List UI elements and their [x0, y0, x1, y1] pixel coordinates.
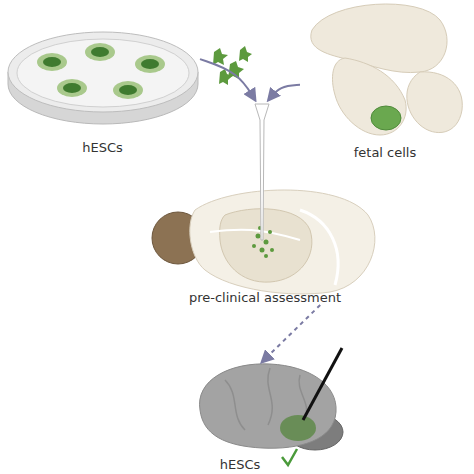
panel-label: pre-clinical assessment	[150, 290, 380, 305]
flow-arrow	[262, 305, 320, 362]
illustration-panel: fetal cells	[300, 0, 470, 160]
illustration-panel: hESCs	[190, 362, 340, 472]
flow-arrow	[200, 59, 255, 100]
flow-arrow	[268, 85, 300, 100]
panel-label: hESCs	[5, 140, 200, 155]
petri-dish	[8, 32, 198, 124]
illustration-panel: hESCs	[5, 18, 200, 155]
check-mark	[282, 449, 297, 465]
human-brain	[200, 348, 343, 450]
injection-needle	[255, 104, 269, 240]
illustration-panel: pre-clinical assessment	[150, 100, 380, 305]
panel-label: hESCs	[190, 457, 340, 472]
cell-cluster	[213, 46, 252, 85]
fetal-brain	[311, 4, 463, 135]
panel-label: fetal cells	[300, 145, 470, 160]
